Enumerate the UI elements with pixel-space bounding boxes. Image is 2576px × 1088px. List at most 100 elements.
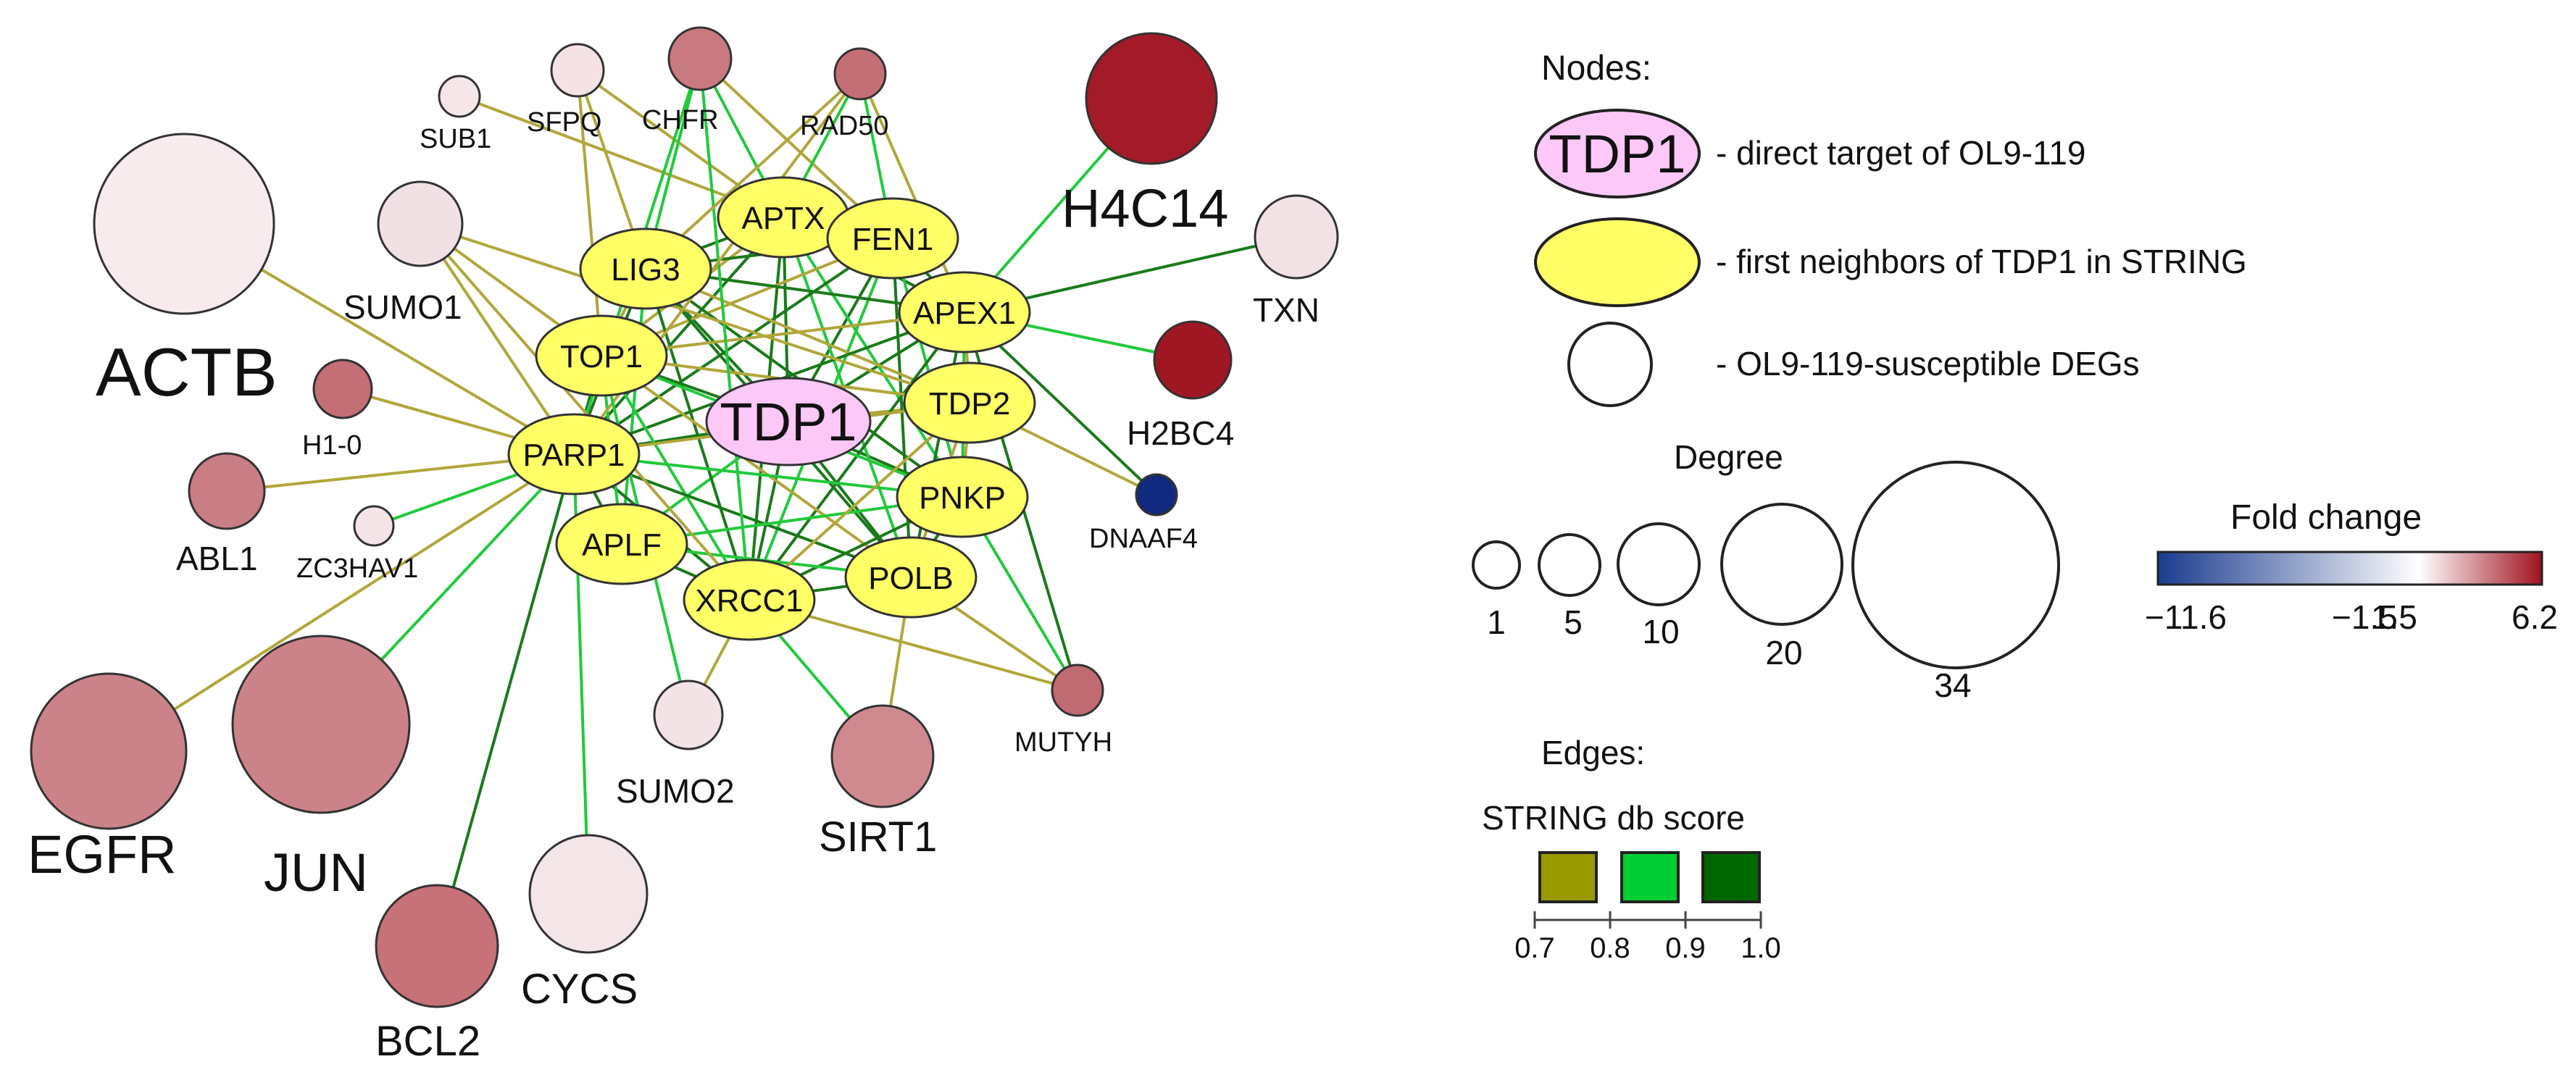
node-label-xrcc1: XRCC1 bbox=[695, 583, 803, 619]
node-label-sub1: SUB1 bbox=[420, 124, 491, 154]
edge-rad50-apex1 bbox=[859, 73, 966, 313]
node-pnkp[interactable] bbox=[896, 456, 1029, 538]
legend-edges-title: Edges: bbox=[1541, 734, 1645, 771]
node-sumo1[interactable] bbox=[377, 180, 464, 267]
fold-change-colorbar bbox=[2156, 551, 2543, 586]
node-h4c14[interactable] bbox=[1085, 32, 1218, 165]
node-rad50[interactable] bbox=[833, 47, 887, 101]
fold-change-tick-max: 6.2 bbox=[2512, 598, 2558, 636]
node-label-sirt1: SIRT1 bbox=[819, 813, 937, 861]
edge-fen1-parp1 bbox=[572, 237, 894, 456]
edge-swatch-low bbox=[1538, 851, 1598, 903]
edge-egfr-parp1 bbox=[107, 453, 575, 753]
node-h2bc4[interactable] bbox=[1153, 320, 1233, 400]
edge-sumo1-tdp2 bbox=[420, 222, 970, 404]
node-sub1[interactable] bbox=[438, 75, 481, 118]
node-egfr[interactable] bbox=[30, 672, 188, 830]
node-h1-0[interactable] bbox=[312, 359, 373, 419]
edge-scale-label-2: 0.9 bbox=[1665, 932, 1706, 964]
degree-circle-10 bbox=[1617, 522, 1701, 606]
legend-fold-change-title: Fold change bbox=[2230, 498, 2422, 537]
node-label-tdp2: TDP2 bbox=[929, 386, 1010, 422]
degree-label-20: 20 bbox=[1765, 634, 1802, 671]
fold-change-tick-neg: −1.5 bbox=[2332, 598, 2398, 636]
legend-first-neighbor-label: - first neighbors of TDP1 in STRING bbox=[1716, 243, 2247, 280]
node-lig3[interactable] bbox=[579, 227, 712, 310]
node-label-h1-0: H1-0 bbox=[302, 430, 362, 461]
edge-fen1-polb bbox=[891, 238, 912, 578]
legend-deg-swatch bbox=[1567, 322, 1653, 407]
node-parp1[interactable] bbox=[507, 413, 641, 495]
node-label-egfr: EGFR bbox=[28, 824, 177, 884]
node-label-pnkp: PNKP bbox=[919, 480, 1006, 516]
node-label-chfr: CHFR bbox=[642, 105, 719, 135]
node-label-rad50: RAD50 bbox=[800, 111, 889, 141]
edge-apex1-polb bbox=[909, 311, 966, 578]
fold-change-tick-pos: 1.5 bbox=[2371, 598, 2417, 636]
node-chfr[interactable] bbox=[667, 26, 733, 91]
node-top1[interactable] bbox=[535, 314, 668, 397]
degree-label-1: 1 bbox=[1487, 603, 1506, 641]
edge-scale-label-1: 0.8 bbox=[1590, 932, 1630, 964]
node-apex1[interactable] bbox=[898, 271, 1031, 353]
node-label-abl1: ABL1 bbox=[176, 540, 258, 577]
degree-label-5: 5 bbox=[1564, 603, 1583, 641]
edge-aptx-pnkp bbox=[782, 216, 964, 498]
node-label-fen1: FEN1 bbox=[852, 222, 933, 257]
node-aplf[interactable] bbox=[555, 503, 688, 585]
edge-swatch-high bbox=[1701, 851, 1761, 903]
node-label-sfpq: SFPQ bbox=[527, 107, 601, 138]
degree-circle-1 bbox=[1472, 540, 1521, 590]
node-actb[interactable] bbox=[93, 133, 275, 315]
node-tdp1[interactable] bbox=[705, 377, 872, 466]
edge-swatch-mid bbox=[1620, 851, 1680, 903]
node-txn[interactable] bbox=[1254, 194, 1339, 280]
node-xrcc1[interactable] bbox=[683, 558, 816, 641]
node-sumo2[interactable] bbox=[653, 679, 724, 750]
legend-deg-label: - OL9-119-susceptible DEGs bbox=[1716, 345, 2140, 382]
node-label-bcl2: BCL2 bbox=[375, 1018, 480, 1065]
node-label-parp1: PARP1 bbox=[522, 438, 625, 473]
node-mutyh[interactable] bbox=[1051, 664, 1104, 717]
edge-scale-label-0: 0.7 bbox=[1514, 932, 1555, 964]
legend-direct-target-swatch bbox=[1534, 109, 1701, 198]
legend-direct-target-label: - direct target of OL9-119 bbox=[1716, 134, 2086, 172]
node-label-aptx: APTX bbox=[742, 201, 825, 236]
node-abl1[interactable] bbox=[188, 452, 266, 530]
edge-fen1-pnkp bbox=[891, 238, 964, 498]
node-bcl2[interactable] bbox=[375, 884, 499, 1008]
node-sirt1[interactable] bbox=[830, 704, 935, 808]
degree-circle-5 bbox=[1538, 533, 1601, 597]
node-label-tdp1: TDP1 bbox=[720, 392, 856, 452]
edge-scale-label-3: 1.0 bbox=[1741, 932, 1781, 964]
node-label-apex1: APEX1 bbox=[913, 296, 1016, 331]
node-zc3hav1[interactable] bbox=[353, 505, 395, 547]
legend-string-score-title: STRING db score bbox=[1482, 799, 1745, 837]
node-label-mutyh: MUTYH bbox=[1014, 727, 1112, 758]
node-sfpq[interactable] bbox=[550, 43, 605, 98]
node-label-txn: TXN bbox=[1253, 291, 1320, 329]
node-tdp2[interactable] bbox=[903, 361, 1036, 444]
edge-sfpq-top1 bbox=[576, 70, 603, 356]
degree-circle-20 bbox=[1720, 503, 1843, 626]
edge-lig3-xrcc1 bbox=[644, 268, 751, 601]
legend-nodes-title: Nodes: bbox=[1541, 49, 1651, 88]
node-cycs[interactable] bbox=[528, 834, 649, 954]
node-jun[interactable] bbox=[231, 635, 411, 814]
edge-sumo1-xrcc1 bbox=[419, 222, 751, 601]
node-label-sumo2: SUMO2 bbox=[616, 772, 735, 810]
degree-label-34: 34 bbox=[1934, 666, 1971, 704]
node-fen1[interactable] bbox=[826, 197, 959, 280]
node-label-h2bc4: H2BC4 bbox=[1127, 414, 1234, 452]
node-label-aplf: APLF bbox=[582, 527, 662, 563]
edge-bcl2-parp1 bbox=[435, 453, 575, 947]
legend-direct-target-example: TDP1 bbox=[1548, 124, 1685, 184]
edge-sumo1-parp1 bbox=[419, 222, 575, 456]
fold-change-tick-min: −11.6 bbox=[2145, 598, 2227, 636]
node-label-polb: POLB bbox=[868, 561, 953, 596]
node-dnaaf4[interactable] bbox=[1135, 473, 1178, 516]
node-polb[interactable] bbox=[844, 536, 978, 619]
